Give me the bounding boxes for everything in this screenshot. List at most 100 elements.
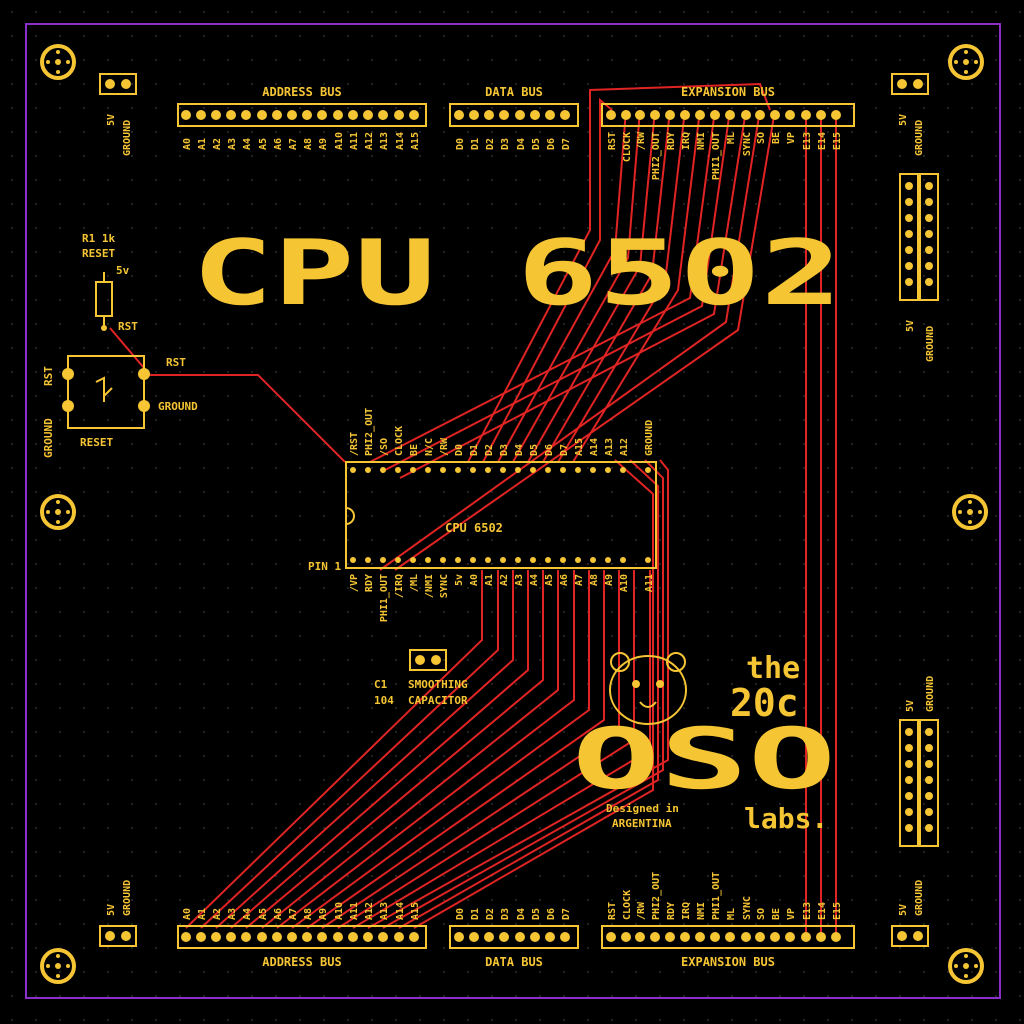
pin-label: VP: [786, 908, 797, 920]
pin-label: E13: [802, 132, 813, 150]
pin-label: A7: [288, 138, 299, 150]
traces: [109, 82, 837, 940]
cpu-pin-label: /NMI: [424, 574, 435, 598]
pin-label: A5: [258, 138, 269, 150]
mounting-hole-icon: [948, 948, 984, 984]
pin-label: D4: [516, 908, 527, 920]
power-ground-label: GROUND: [925, 326, 936, 362]
cpu-pin-label: D5: [529, 444, 540, 456]
power-ground-label: GROUND: [914, 120, 925, 156]
cpu-pin-label: PHI1_OUT: [379, 574, 390, 622]
pin-label: RDY: [666, 902, 677, 920]
cpu-pin-label: A11: [644, 574, 655, 592]
cpu-pin-label: A3: [514, 574, 525, 586]
cpu-pin-label: N/C: [424, 438, 435, 456]
cpu-pin-label: A15: [574, 438, 585, 456]
resistor-label: R1 1k: [82, 232, 115, 245]
power-pads: [105, 79, 933, 941]
cpu-pin-label: D7: [559, 444, 570, 456]
switch-left-rst-label: RST: [42, 366, 55, 386]
bottom-data-title: DATA BUS: [485, 955, 543, 969]
cpu-pin-label: D2: [484, 444, 495, 456]
bottom-address-pin-labels: A0 A1 A2 A3 A4 A5 A6 A7 A8 A9 A10 A11 A1…: [182, 902, 421, 920]
pin-label: A13: [379, 132, 390, 150]
pin-label: A15: [410, 902, 421, 920]
cpu-pin-label: D4: [514, 444, 525, 456]
pin-label: D0: [455, 908, 466, 920]
cpu-pin-label: A7: [574, 574, 585, 586]
pin-label: RST: [607, 132, 618, 150]
power-5v-label: 5V: [905, 700, 916, 712]
pin-label: A12: [364, 132, 375, 150]
mounting-hole-icon: [40, 948, 76, 984]
top-expansion-title: EXPANSION BUS: [681, 85, 775, 99]
cpu-pin-label: A2: [499, 574, 510, 586]
pin-label: RST: [607, 902, 618, 920]
reset-circuit: R1 1k RESET 5v RST RST GROUND GROUND RST…: [42, 232, 198, 458]
pin-label: E13: [802, 902, 813, 920]
pin-label: A13: [379, 902, 390, 920]
top-data-header: [449, 103, 579, 127]
cpu-pin-label: A8: [589, 574, 600, 586]
logo-big: OSO: [572, 710, 836, 808]
pin-label: D0: [455, 138, 466, 150]
pin-label: SYNC: [742, 132, 753, 156]
pin-label: A3: [227, 138, 238, 150]
pin-label: D5: [531, 908, 542, 920]
bottom-data-pin-labels: D0 D1 D2 D3 D4 D5 D6 D7: [455, 908, 572, 920]
bottom-data-header: [449, 925, 579, 949]
power-5v-label: 5V: [898, 114, 909, 126]
bear-logo-icon: [609, 652, 687, 725]
pin-label: D6: [546, 138, 557, 150]
cpu-pin-label: GROUND: [644, 420, 655, 456]
cpu-pin-label: SYNC: [439, 574, 450, 598]
cpu-pin-label: A1: [484, 574, 495, 586]
cpu-pin-label: A12: [619, 438, 630, 456]
pin-label: A9: [318, 138, 329, 150]
logo-the: the: [746, 651, 800, 686]
pin-label: A8: [303, 908, 314, 920]
pin-label: D2: [485, 138, 496, 150]
capacitor-value: 104: [374, 694, 394, 707]
power-5v-label: 5V: [106, 114, 117, 126]
cpu-pin-label: /SO: [379, 438, 390, 456]
pin-label: A10: [334, 132, 345, 150]
pin-label: A12: [364, 902, 375, 920]
resistor-rst-label: RST: [118, 320, 138, 333]
chip-label: CPU 6502: [445, 521, 503, 535]
pin-label: A6: [273, 138, 284, 150]
pin-label: PHI1_OUT: [711, 872, 722, 920]
pin-label: D3: [500, 138, 511, 150]
pin-label: A6: [273, 908, 284, 920]
pin-label: PHI1_OUT: [711, 132, 722, 180]
pin-label: A11: [349, 902, 360, 920]
cpu-pin-label: PHI2_OUT: [364, 408, 375, 456]
mounting-hole-icon: [40, 44, 76, 80]
pin-label: IRQ: [681, 902, 692, 920]
cpu-pin-label: /RW: [439, 437, 450, 456]
bottom-expansion-header: [601, 925, 855, 949]
board-title: CPU 6502: [192, 221, 842, 326]
power-ground-label: GROUND: [122, 120, 133, 156]
pin-label: /RW: [636, 901, 647, 920]
pin-label: D1: [470, 908, 481, 920]
pin-label: PHI2_OUT: [651, 872, 662, 920]
pin-label: A8: [303, 138, 314, 150]
resistor-5v-label: 5v: [116, 264, 130, 277]
cpu-pin-label: 5v: [454, 574, 465, 586]
pin-label: A9: [318, 908, 329, 920]
power-labels: 5V GROUND 5V GROUND 5V GROUND 5V GROUND …: [106, 114, 936, 916]
pin-label: D5: [531, 138, 542, 150]
pin-label: A4: [242, 138, 253, 150]
top-address-pin-labels: A0 A1 A2 A3 A4 A5 A6 A7 A8 A9 A10 A11 A1…: [182, 132, 421, 150]
pin-label: NMI: [696, 132, 707, 150]
pin-label: /RW: [636, 131, 647, 150]
cpu-pin-label: A10: [619, 574, 630, 592]
cpu-pin-label: A14: [589, 438, 600, 456]
pin-label: ML: [726, 908, 737, 920]
pin-label: E15: [832, 132, 843, 150]
logo-brand: 20c: [730, 681, 799, 725]
switch-left-ground-label: GROUND: [42, 418, 55, 458]
pin-label: A3: [227, 908, 238, 920]
